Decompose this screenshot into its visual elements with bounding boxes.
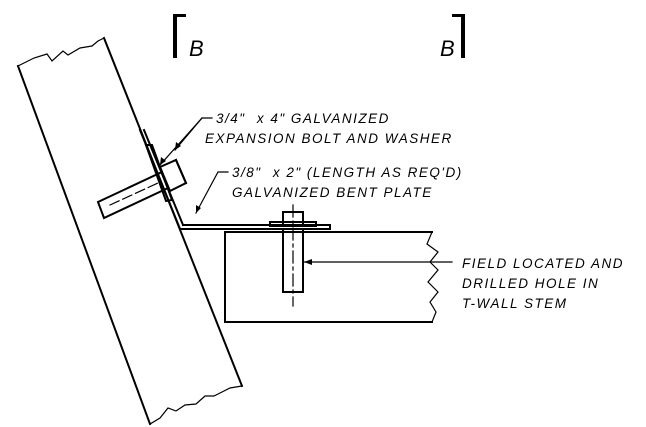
bent-plate-leg-inner [142, 128, 185, 227]
hole-leader-arrow [304, 259, 312, 265]
plate-label: 3/8" x 2" (LENGTH AS REQ'D) GALVANIZED B… [232, 165, 463, 200]
plate-size-fraction: 3/8" [232, 165, 262, 180]
bolt-centerline [109, 182, 159, 206]
section-mark-left-letter: B [189, 36, 204, 61]
hole-label-line1: FIELD LOCATED AND [462, 256, 624, 271]
hole-label-line3: T-WALL STEM [462, 296, 568, 311]
bolt-leader-2 [159, 117, 203, 166]
wall-top-break-line [17, 37, 105, 67]
expansion-bolt [96, 144, 188, 220]
bolt-leader-2-arrow [160, 157, 166, 165]
leaders [159, 117, 453, 265]
wall-left-face [16, 64, 152, 426]
plate-leader-arrow [196, 205, 201, 213]
section-mark-left: B [173, 14, 204, 61]
svg-text:3/8" x 2" (LENGTH AS REQ: 3/8" x 2" (LENGTH AS REQ'D) [232, 165, 463, 180]
wall-bottom-break-line [149, 385, 243, 425]
section-mark-right: B [440, 14, 465, 61]
bolt-label-line1-rest: x 4" GALVANIZED [256, 111, 390, 126]
section-mark-right-letter: B [440, 36, 455, 61]
bolt-leader-1-arrow [175, 142, 181, 150]
plate-label-line1-rest: x 2" (LENGTH AS REQ'D) [272, 165, 463, 180]
stem-anchor-bolt [269, 204, 317, 307]
bolt-size-fraction: 3/4" [216, 111, 246, 126]
plate-label-line2: GALVANIZED BENT PLATE [232, 185, 433, 200]
svg-text:3/4" x 4" GALVANIZED: 3/4" x 4" GALVANIZED [216, 111, 390, 126]
stem-break-line [426, 231, 439, 323]
bent-plate-leg-outer [138, 128, 182, 231]
plate-leader [195, 171, 229, 214]
bolt-label-line2: EXPANSION BOLT AND WASHER [205, 131, 453, 146]
hole-label-line2: DRILLED HOLE IN [462, 276, 599, 291]
bolt-label: 3/4" x 4" GALVANIZED EXPANSION BOLT AND … [205, 111, 453, 146]
t-wall-stem [224, 231, 439, 323]
inclined-wall [16, 36, 244, 426]
bolt-tip [174, 158, 188, 185]
hole-label: FIELD LOCATED AND DRILLED HOLE IN T-WALL… [462, 256, 624, 311]
